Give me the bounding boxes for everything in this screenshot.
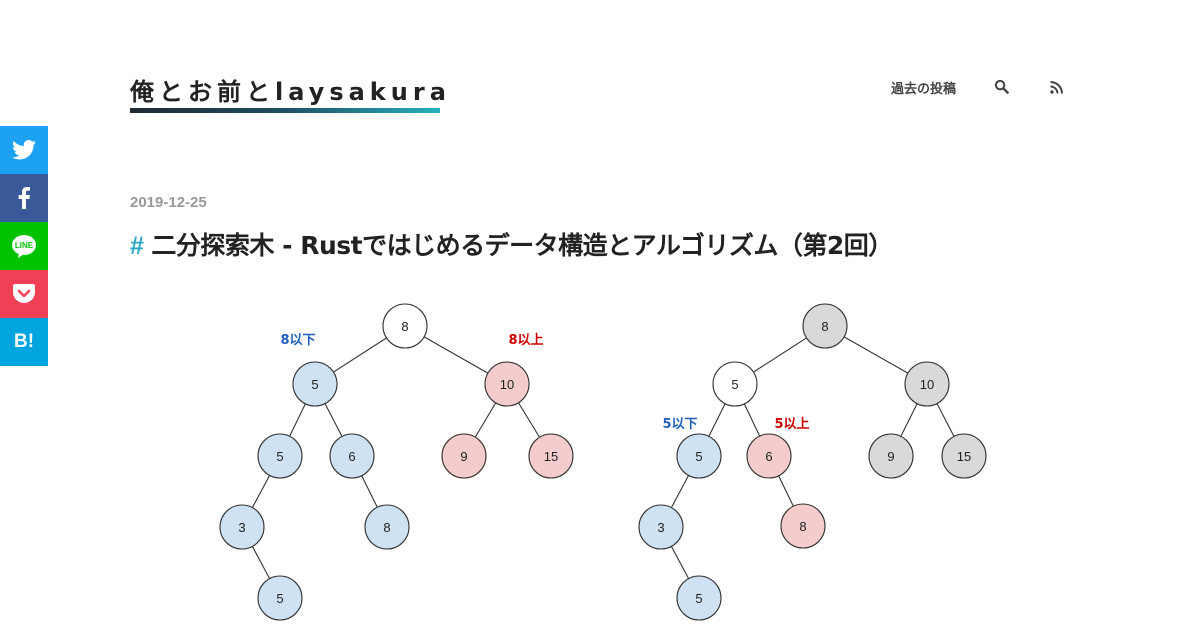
tree-node (528, 433, 574, 479)
tree-range-label: 5以上 (774, 417, 809, 432)
tree-node (746, 433, 792, 479)
tree-node-value: 8 (401, 319, 408, 334)
tree-node (219, 504, 265, 550)
tree-node-value: 15 (544, 449, 558, 464)
tree-edge (333, 337, 387, 373)
share-facebook-button[interactable] (0, 174, 48, 222)
tree-edge (361, 475, 378, 508)
share-line-button[interactable]: LINE (0, 222, 48, 270)
line-label: LINE (15, 241, 34, 250)
tree-node-value: 9 (460, 449, 467, 464)
post-date: 2019-12-25 (130, 194, 207, 211)
tree-node (329, 433, 375, 479)
tree-range-label: 8以上 (508, 333, 543, 348)
tree-node-value: 8 (821, 319, 828, 334)
search-icon[interactable] (994, 79, 1009, 98)
tree-edge (251, 546, 271, 579)
tree-node (904, 361, 950, 407)
tree-edge (743, 403, 761, 437)
tree-node-value: 9 (887, 449, 894, 464)
tree-node-value: 3 (657, 520, 664, 535)
tree-node (292, 361, 338, 407)
tree-node (676, 433, 722, 479)
tree-node-value: 8 (383, 520, 390, 535)
tree-node (257, 433, 303, 479)
tree-edge (843, 336, 909, 374)
tree-edge (423, 336, 489, 374)
line-icon: LINE (12, 235, 36, 258)
tree-node-value: 3 (238, 520, 245, 535)
tree-node (868, 433, 914, 479)
tree-node-value: 5 (695, 591, 702, 606)
binary-search-tree-figure: 8 5 10 5 6 9 15 3 8 5 8以下 8以上 8 5 10 5 6 9 15 3 8 5 5以下 5以上 (219, 303, 987, 621)
tree-2: 8 5 10 5 6 9 15 3 8 5 5以下 5以上 (638, 303, 987, 621)
tree-edge (474, 402, 497, 438)
tree-node (941, 433, 987, 479)
tree-node (638, 504, 684, 550)
tree-edge (778, 475, 794, 507)
tree-node-value: 5 (731, 377, 738, 392)
nav-archive-link[interactable]: 過去の投稿 (891, 82, 957, 97)
tree-node (780, 503, 826, 549)
tree-node-value: 10 (920, 377, 934, 392)
tree-edge (324, 403, 343, 437)
tree-node-value: 15 (957, 449, 971, 464)
tree-node (484, 361, 530, 407)
tree-node-value: 8 (799, 519, 806, 534)
tree-node-value: 6 (348, 449, 355, 464)
post-title-hash: # (130, 232, 144, 260)
tree-node-value: 5 (695, 449, 702, 464)
tree-node (441, 433, 487, 479)
tree-node (712, 361, 758, 407)
tree-node (802, 303, 848, 349)
pocket-icon (13, 284, 35, 303)
tree-edge (518, 402, 540, 438)
tree-node-value: 5 (276, 591, 283, 606)
tree-node (382, 303, 428, 349)
tree-node (676, 575, 722, 621)
post-title[interactable]: #二分探索木 - Rustではじめるデータ構造とアルゴリズム（第2回） (130, 226, 893, 262)
hatena-icon: B! (13, 331, 35, 352)
share-pocket-button[interactable] (0, 270, 48, 318)
header-nav: 過去の投稿 (0, 78, 1200, 100)
tree-range-label: 8以下 (280, 333, 315, 348)
tree-1: 8 5 10 5 6 9 15 3 8 5 8以下 8以上 (219, 303, 574, 621)
tree-node (257, 575, 303, 621)
tree-node-value: 5 (311, 377, 318, 392)
tree-node (364, 504, 410, 550)
tree-node-value: 10 (500, 377, 514, 392)
facebook-icon (18, 187, 30, 209)
tree-edge (670, 475, 690, 508)
tree-node-value: 5 (276, 449, 283, 464)
tree-edge (289, 403, 306, 437)
twitter-icon (12, 140, 36, 160)
post-title-text: 二分探索木 - Rustではじめるデータ構造とアルゴリズム（第2回） (151, 231, 893, 260)
site-title[interactable]: 俺とお前とlaysakura (130, 78, 451, 106)
tree-edge (900, 403, 918, 437)
tree-range-label: 5以下 (662, 417, 697, 432)
tree-edge (670, 546, 690, 579)
share-sidebar: LINE B! (0, 126, 48, 366)
site-title-underline (130, 108, 440, 113)
tree-edge (753, 337, 807, 373)
share-hatena-button[interactable]: B! (0, 318, 48, 366)
tree-edge (936, 403, 955, 437)
share-twitter-button[interactable] (0, 126, 48, 174)
tree-node-value: 6 (765, 449, 772, 464)
rss-icon[interactable] (1050, 79, 1063, 98)
tree-edge (251, 475, 271, 508)
tree-edge (708, 403, 726, 437)
